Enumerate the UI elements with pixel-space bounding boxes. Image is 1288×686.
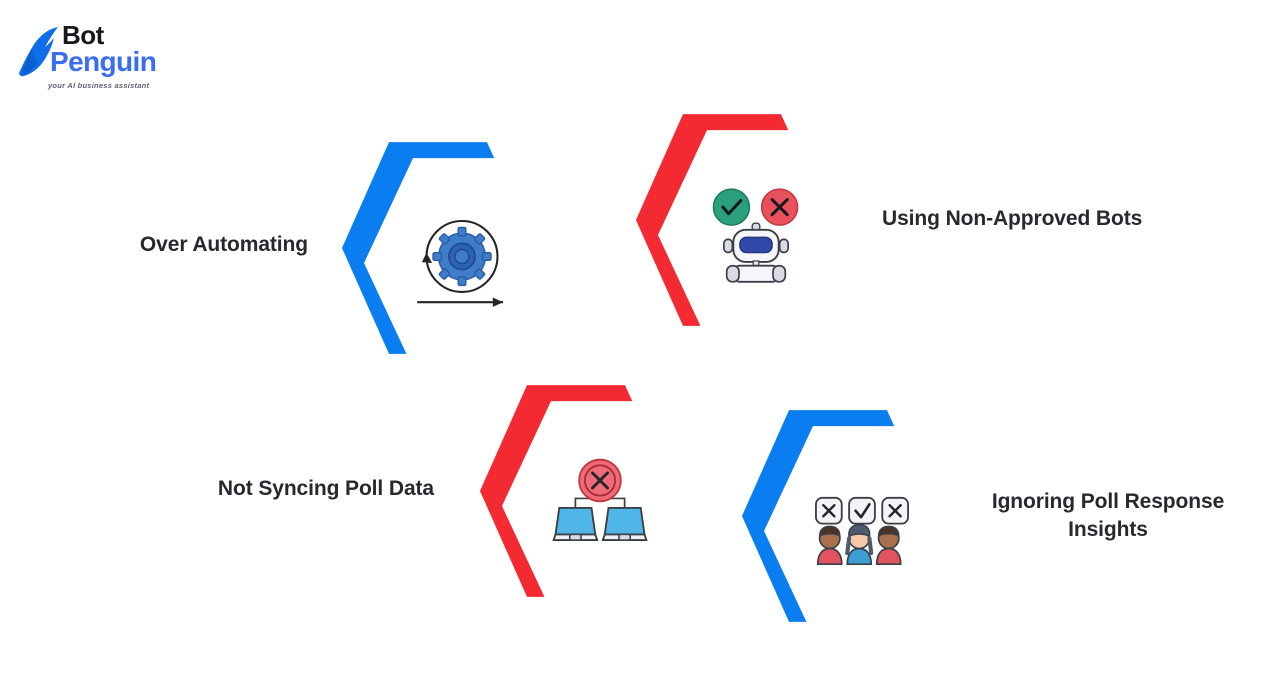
label-ignoring-poll-response-insights: Ignoring Poll Response Insights bbox=[991, 490, 1225, 541]
gear-cycle-icon bbox=[364, 156, 560, 370]
hex-white-face bbox=[502, 401, 698, 611]
penguin-logo-icon bbox=[18, 26, 64, 80]
botpenguin-logo[interactable]: Bot Penguin your AI business assistant bbox=[18, 18, 178, 90]
label-using-non-approved-bots: Using Non-Approved Bots bbox=[882, 207, 1143, 230]
laptops-no-sync-icon bbox=[502, 399, 698, 613]
robot-approval-icon bbox=[658, 128, 854, 342]
logo-tagline: your AI business assistant bbox=[48, 81, 150, 90]
label-not-syncing-poll-data: Not Syncing Poll Data bbox=[217, 477, 434, 500]
card-over-automating[interactable] bbox=[340, 140, 560, 370]
logo-word-bot: Bot bbox=[62, 20, 104, 50]
poll-voters-icon bbox=[764, 424, 960, 638]
card-ignoring-poll-response-insights[interactable] bbox=[740, 408, 960, 638]
logo-word-penguin: Penguin bbox=[50, 46, 157, 77]
label-over-automating: Over Automating bbox=[139, 233, 308, 256]
card-not-syncing-poll-data[interactable] bbox=[478, 383, 698, 613]
card-using-non-approved-bots[interactable] bbox=[634, 112, 854, 342]
